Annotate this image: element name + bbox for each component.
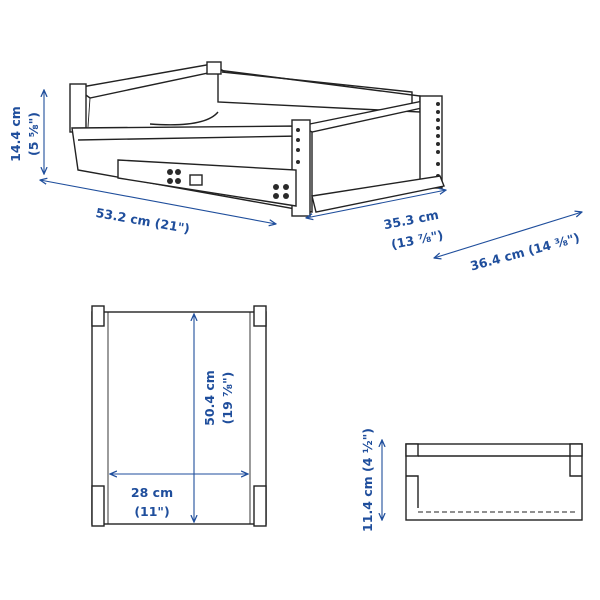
drawer-side-view-illustration [405, 443, 583, 521]
drawer-top-view-illustration [91, 305, 267, 527]
inner-width-label-top: 28 cm (11") [131, 485, 173, 519]
outer-depth-label: 36.4 cm (14 ⅜") [469, 230, 582, 274]
height-label-perspective: 14.4 cm (5 ⅝") [8, 106, 41, 162]
inner-depth-label-top: 50.4 cm (19 ⅞") [202, 370, 235, 426]
height-imperial: (5 ⅝") [26, 112, 41, 156]
inner-width-imperial: (11") [134, 504, 169, 519]
side-height-label: 11.4 cm (4 ½") [360, 428, 375, 532]
width-label: 53.2 cm (21") [95, 205, 191, 236]
top-view-dimension-lines [110, 314, 248, 522]
inner-depth-imperial: (13 ⅞") [390, 227, 445, 252]
inner-depth-top-imperial: (19 ⅞") [220, 372, 235, 425]
inner-depth-label: 35.3 cm (13 ⅞") [382, 207, 444, 252]
height-metric: 14.4 cm [8, 106, 23, 162]
drawer-perspective-illustration [69, 61, 445, 217]
inner-width-metric: 28 cm [131, 485, 173, 500]
perspective-dimension-lines [40, 90, 582, 258]
inner-depth-top-metric: 50.4 cm [202, 370, 217, 426]
